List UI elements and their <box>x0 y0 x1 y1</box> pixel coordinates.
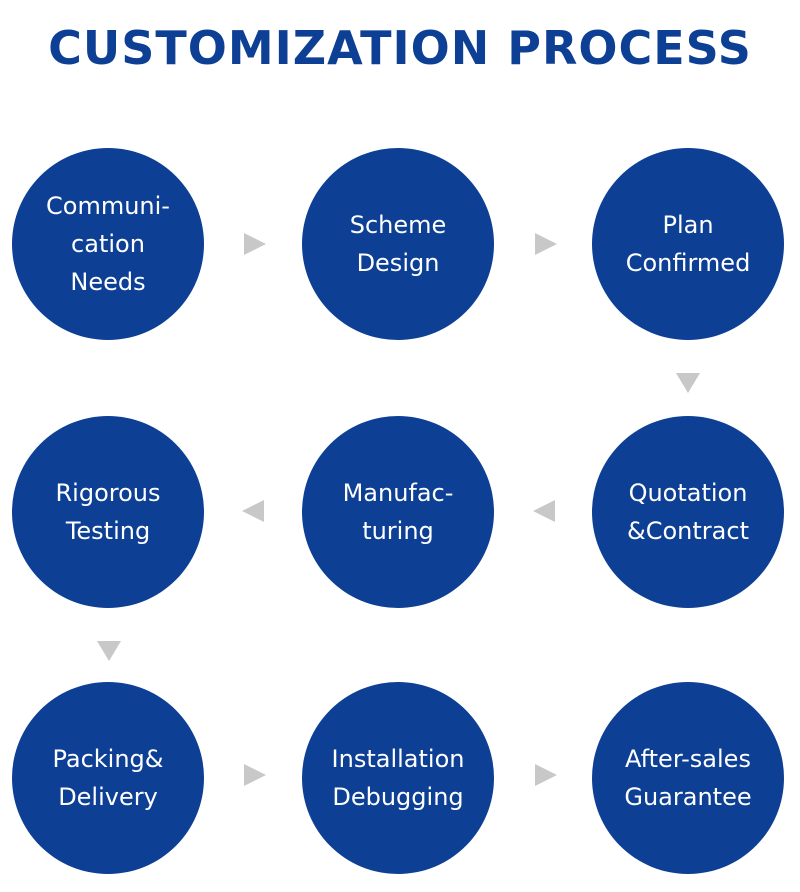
step-label: Manufac- turing <box>342 479 454 545</box>
step-label: Packing& Delivery <box>52 745 164 811</box>
step-packing-delivery: Packing& Delivery <box>12 682 204 874</box>
step-label: Quotation &Contract <box>627 479 749 545</box>
arrow-right-icon <box>535 764 557 786</box>
step-after-sales-guarantee: After-sales Guarantee <box>592 682 784 874</box>
arrow-right-icon <box>535 233 557 255</box>
step-communication-needs: Communi- cation Needs <box>12 148 204 340</box>
page-title: CUSTOMIZATION PROCESS <box>48 21 752 75</box>
arrow-down-icon <box>676 373 700 393</box>
step-rigorous-testing: Rigorous Testing <box>12 416 204 608</box>
step-label: After-sales Guarantee <box>624 745 752 811</box>
step-installation-debugging: Installation Debugging <box>302 682 494 874</box>
step-label: Scheme Design <box>349 211 447 277</box>
step-scheme-design: Scheme Design <box>302 148 494 340</box>
arrow-right-icon <box>244 233 266 255</box>
arrow-right-icon <box>244 764 266 786</box>
arrow-left-icon <box>533 500 555 522</box>
step-label: Communi- cation Needs <box>46 192 170 296</box>
arrow-left-icon <box>242 500 264 522</box>
arrow-down-icon <box>97 641 121 661</box>
step-manufacturing: Manufac- turing <box>302 416 494 608</box>
step-label: Plan Confirmed <box>625 211 751 277</box>
step-plan-confirmed: Plan Confirmed <box>592 148 784 340</box>
step-quotation-contract: Quotation &Contract <box>592 416 784 608</box>
step-label: Rigorous Testing <box>55 479 161 545</box>
step-label: Installation Debugging <box>331 745 465 811</box>
